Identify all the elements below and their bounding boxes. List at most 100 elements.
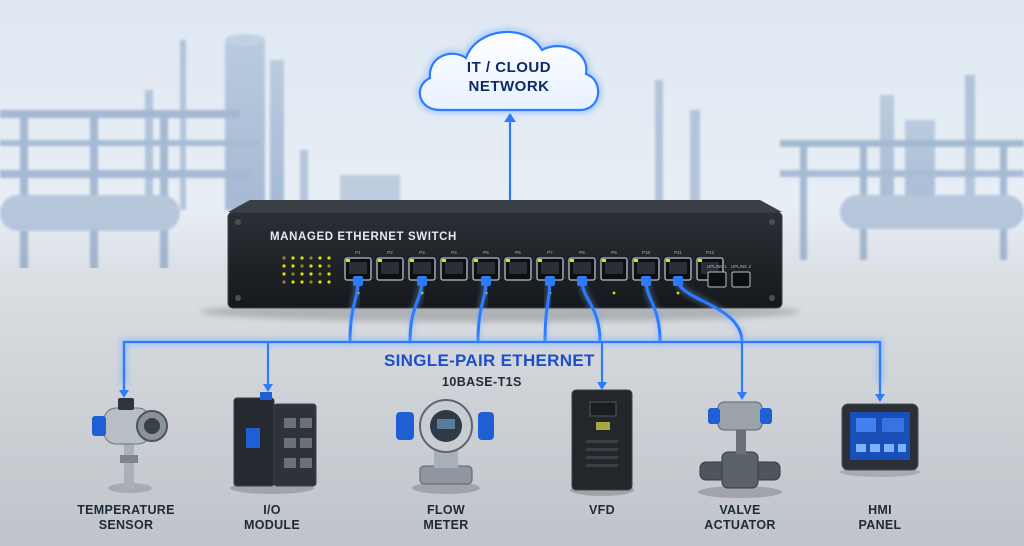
cloud-label-line-1: IT / CLOUD bbox=[466, 59, 552, 76]
status-led bbox=[327, 256, 331, 260]
temperature-sensor-device bbox=[92, 398, 168, 493]
device-label-line-2: PANEL bbox=[858, 518, 902, 532]
cable-connector bbox=[673, 276, 683, 286]
drop-arrow bbox=[119, 390, 129, 398]
port-led bbox=[506, 259, 510, 262]
port-led bbox=[378, 259, 382, 262]
port-label: P1 bbox=[355, 250, 361, 255]
rj45-port-jack bbox=[477, 262, 495, 274]
status-led bbox=[309, 280, 313, 284]
status-led bbox=[282, 272, 286, 276]
status-led bbox=[300, 272, 304, 276]
port-label: P11 bbox=[674, 250, 682, 255]
uplink-port bbox=[731, 271, 751, 288]
status-led bbox=[318, 280, 322, 284]
flow-meter-device bbox=[396, 399, 494, 494]
switch-title: MANAGED ETHERNET SWITCH bbox=[270, 231, 457, 243]
rj45-port-jack bbox=[669, 262, 687, 274]
rj45-port-jack bbox=[637, 262, 655, 274]
uplink-label: UPLINK 1 bbox=[707, 264, 728, 269]
cable bbox=[676, 279, 744, 343]
status-led bbox=[282, 280, 286, 284]
port-label: P6 bbox=[515, 250, 521, 255]
port-label: P9 bbox=[611, 250, 617, 255]
drop-arrow bbox=[875, 394, 885, 402]
device-label-line-2: METER bbox=[423, 518, 469, 532]
status-led bbox=[327, 264, 331, 268]
cloud-uplink-line bbox=[504, 113, 516, 212]
device-label-line-2: MODULE bbox=[244, 518, 300, 532]
cable-connector bbox=[353, 276, 363, 286]
drop-arrow bbox=[737, 392, 747, 400]
cable-connector bbox=[481, 276, 491, 286]
status-led bbox=[300, 280, 304, 284]
status-led bbox=[282, 264, 286, 268]
port-cables bbox=[347, 276, 745, 343]
port-led bbox=[538, 259, 542, 262]
device-label-io-module: I/O MODULE bbox=[222, 503, 322, 533]
uplink-port bbox=[707, 271, 727, 288]
status-led bbox=[300, 256, 304, 260]
port-led bbox=[346, 259, 350, 262]
port-led bbox=[634, 259, 638, 262]
port-label: P3 bbox=[419, 250, 425, 255]
spe-subtitle: 10BASE-T1S bbox=[442, 375, 522, 389]
status-led-panel bbox=[282, 256, 331, 284]
port-led bbox=[570, 259, 574, 262]
status-led bbox=[309, 264, 313, 268]
device-label-line-1: HMI bbox=[868, 503, 892, 517]
port-led bbox=[666, 259, 670, 262]
status-led bbox=[318, 256, 322, 260]
status-led bbox=[282, 256, 286, 260]
cloud-label-line-2: NETWORK bbox=[468, 78, 550, 95]
port-label: P2 bbox=[387, 250, 393, 255]
status-led bbox=[300, 264, 304, 268]
port-led bbox=[602, 259, 606, 262]
cable-connector bbox=[577, 276, 587, 286]
port-led bbox=[410, 259, 414, 262]
device-label-valve-actuator: VALVE ACTUATOR bbox=[690, 503, 790, 533]
device-label-hmi-panel: HMI PANEL bbox=[830, 503, 930, 533]
rj45-port-jack bbox=[573, 262, 591, 274]
valve-actuator-device bbox=[698, 401, 782, 498]
io-module-device bbox=[230, 392, 317, 494]
port-activity-led bbox=[676, 291, 680, 295]
port-led bbox=[474, 259, 478, 262]
cable-connector bbox=[545, 276, 555, 286]
uplink-label: UPLINK 2 bbox=[731, 264, 752, 269]
spe-title: SINGLE-PAIR ETHERNET bbox=[384, 351, 595, 370]
status-led bbox=[291, 272, 295, 276]
status-led bbox=[291, 256, 295, 260]
rj45-port-jack bbox=[381, 262, 399, 274]
rj45-port-jack bbox=[349, 262, 367, 274]
rj45-port-jack bbox=[413, 262, 431, 274]
port-label: P4 bbox=[451, 250, 457, 255]
rj45-port-jack bbox=[701, 262, 719, 274]
device-label-temperature-sensor: TEMPERATURE SENSOR bbox=[70, 503, 182, 533]
rj45-port-jack bbox=[445, 262, 463, 274]
status-led bbox=[291, 264, 295, 268]
device-label-line-1: VALVE bbox=[719, 503, 761, 517]
device-label-line-1: I/O bbox=[263, 503, 281, 517]
device-label-line-1: TEMPERATURE bbox=[77, 503, 175, 517]
status-led bbox=[309, 256, 313, 260]
device-label-line-1: FLOW bbox=[427, 503, 465, 517]
status-led bbox=[318, 272, 322, 276]
rj45-port-jack bbox=[605, 262, 623, 274]
cloud-label: IT / CLOUD NETWORK bbox=[448, 58, 570, 96]
cable-connector bbox=[641, 276, 651, 286]
status-led bbox=[318, 264, 322, 268]
status-led bbox=[309, 272, 313, 276]
drop-arrow bbox=[263, 384, 273, 392]
port-led bbox=[698, 259, 702, 262]
status-led bbox=[327, 272, 331, 276]
device-label-line-1: VFD bbox=[589, 503, 615, 517]
device-label-vfd: VFD bbox=[552, 503, 652, 518]
rj45-port-jack bbox=[541, 262, 559, 274]
port-label: P10 bbox=[642, 250, 651, 255]
cable-connector bbox=[417, 276, 427, 286]
